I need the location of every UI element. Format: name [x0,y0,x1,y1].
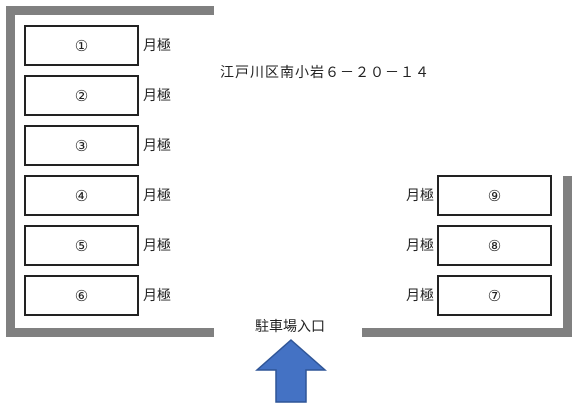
wall-bottom-left [6,328,214,337]
parking-space-6: ⑥ [24,275,139,316]
entrance-arrow-shape [255,338,327,403]
parking-space-7: ⑦ [437,275,552,316]
monthly-label-9: 月極 [406,188,434,204]
parking-space-3: ③ [24,125,139,166]
monthly-label-6: 月極 [143,288,171,304]
wall-top-left [6,6,214,15]
monthly-label-7: 月極 [406,288,434,304]
parking-space-4: ④ [24,175,139,216]
parking-space-2: ② [24,75,139,116]
monthly-label-3: 月極 [143,138,171,154]
address-label: 江戸川区南小岩６－２０－１４ [220,65,430,81]
monthly-label-5: 月極 [143,238,171,254]
monthly-label-2: 月極 [143,88,171,104]
entrance-arrow-icon [255,338,327,403]
wall-bottom-right [362,328,572,337]
monthly-label-8: 月極 [406,238,434,254]
parking-space-9: ⑨ [437,175,552,216]
wall-right [563,176,572,337]
parking-space-1: ① [24,25,139,66]
monthly-label-1: 月極 [143,38,171,54]
wall-left [6,6,15,337]
parking-space-5: ⑤ [24,225,139,266]
monthly-label-4: 月極 [143,188,171,204]
entrance-label: 駐車場入口 [255,319,325,335]
parking-space-8: ⑧ [437,225,552,266]
